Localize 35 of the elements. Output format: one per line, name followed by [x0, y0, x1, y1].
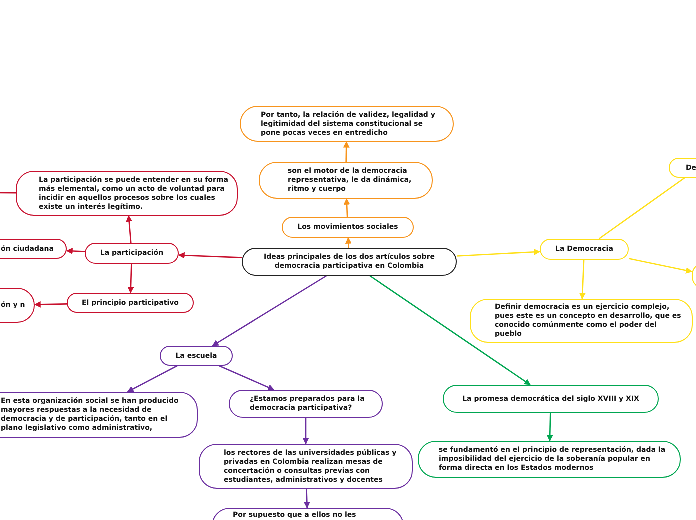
arrow — [579, 260, 586, 300]
arrow — [456, 248, 541, 257]
arrow — [212, 275, 328, 347]
arrow — [178, 252, 242, 259]
topic-node — [85, 243, 179, 264]
connector-line — [598, 177, 686, 240]
arrow — [66, 248, 86, 254]
topic-node — [240, 106, 454, 142]
topic-node — [16, 171, 238, 216]
arrow — [304, 488, 310, 509]
connector-line — [0, 192, 16, 194]
topic-node — [418, 441, 681, 478]
arrow — [34, 301, 68, 308]
arrow — [126, 215, 133, 244]
arrow — [343, 141, 350, 162]
topic-node — [160, 346, 233, 366]
arrow — [345, 237, 352, 248]
topic-node — [470, 299, 693, 343]
arrow — [370, 275, 531, 386]
arrow — [546, 412, 554, 442]
arrow — [302, 418, 310, 445]
topic-node — [199, 444, 413, 489]
topic-node — [229, 390, 383, 418]
arrow — [219, 365, 275, 391]
arrow — [628, 258, 693, 274]
topic-node — [282, 217, 414, 238]
topic-node — [0, 392, 198, 438]
arrow — [344, 198, 350, 218]
arrow — [127, 365, 178, 393]
topic-node — [540, 239, 629, 260]
topic-node — [67, 293, 194, 313]
topic-node — [443, 385, 659, 413]
arrow — [128, 264, 134, 294]
topic-node — [259, 162, 433, 199]
central-topic-node — [242, 248, 457, 276]
